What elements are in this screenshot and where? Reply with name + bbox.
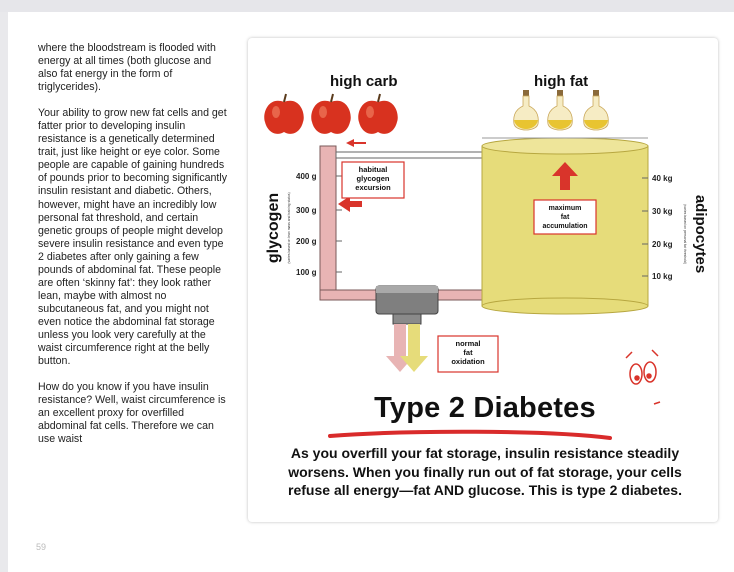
red-up-arrow: [552, 162, 578, 190]
figure-title: Type 2 Diabetes: [374, 392, 596, 424]
oil-bottle-icon: [513, 90, 539, 131]
high-carb-label: high carb: [330, 73, 398, 90]
normal-box: [437, 335, 499, 373]
fat-tick-label: 40 kg: [652, 174, 673, 183]
glycogen-axis-sublabel: (varies based on lean mass and training …: [287, 192, 291, 263]
body-paragraph: where the bloodstream is flooded with en…: [38, 42, 216, 94]
figure-caption: As you overfill your fat storage, insuli…: [288, 445, 682, 498]
maximum-box-line: fat: [561, 214, 570, 221]
stressed-face-icon: [625, 349, 661, 405]
diagram-svg: high carb high fat: [264, 73, 709, 440]
title-underline: [328, 429, 612, 440]
normal-box-line: oxidation: [451, 357, 485, 366]
fat-ticks: [642, 177, 648, 277]
apple-icon: [264, 93, 304, 134]
glycogen-tick-label: 100 g: [296, 268, 317, 277]
oil-bottle-icon: [583, 90, 609, 131]
top-bar: [0, 0, 734, 12]
habitual-box-line: habitual: [359, 165, 388, 174]
high-fat-label: high fat: [534, 73, 588, 90]
fat-tick-label: 30 kg: [652, 207, 673, 216]
apple-icon: [358, 93, 398, 134]
body-paragraph: How do you know if you have insulin resi…: [38, 381, 226, 446]
glycogen-axis-label: glycogen: [265, 193, 282, 263]
maximum-box-line: accumulation: [542, 223, 587, 230]
apple-icon: [311, 93, 351, 134]
normal-box-line: normal: [455, 339, 480, 348]
maximum-box-line: maximum: [549, 205, 582, 212]
habitual-box-line: excursion: [355, 183, 391, 192]
valve: [375, 285, 439, 325]
glycogen-tick-label: 200 g: [296, 237, 317, 246]
red-left-arrow: [346, 139, 366, 147]
glycogen-tick-label: 300 g: [296, 206, 317, 215]
fat-tick-label: 10 kg: [652, 272, 673, 281]
oil-bottle-icon: [547, 90, 573, 131]
maximum-box: [533, 199, 597, 235]
habitual-box-line: glycogen: [357, 174, 390, 183]
habitual-box: [341, 161, 405, 199]
adipocytes-axis-label: adipocytes: [692, 195, 709, 273]
glycogen-ticks: [336, 175, 342, 273]
normal-box-line: fat: [463, 348, 473, 357]
diabetes-figure: high carb high fat: [248, 38, 718, 522]
page-number: 59: [36, 542, 47, 552]
glycogen-tank: [319, 145, 337, 295]
body-paragraph: Your ability to grow new fat cells and g…: [38, 107, 228, 368]
glycogen-tick-label: 400 g: [296, 172, 317, 181]
fat-tick-label: 20 kg: [652, 240, 673, 249]
adipocytes-axis-sublabel: (varies based on personal fat threshold): [683, 204, 687, 264]
fat-outflow-arrow: [400, 324, 428, 372]
body-text-column: where the bloodstream is flooded with en…: [38, 42, 228, 459]
top-connector-pipe: [335, 151, 483, 159]
red-left-arrow: [338, 196, 362, 212]
